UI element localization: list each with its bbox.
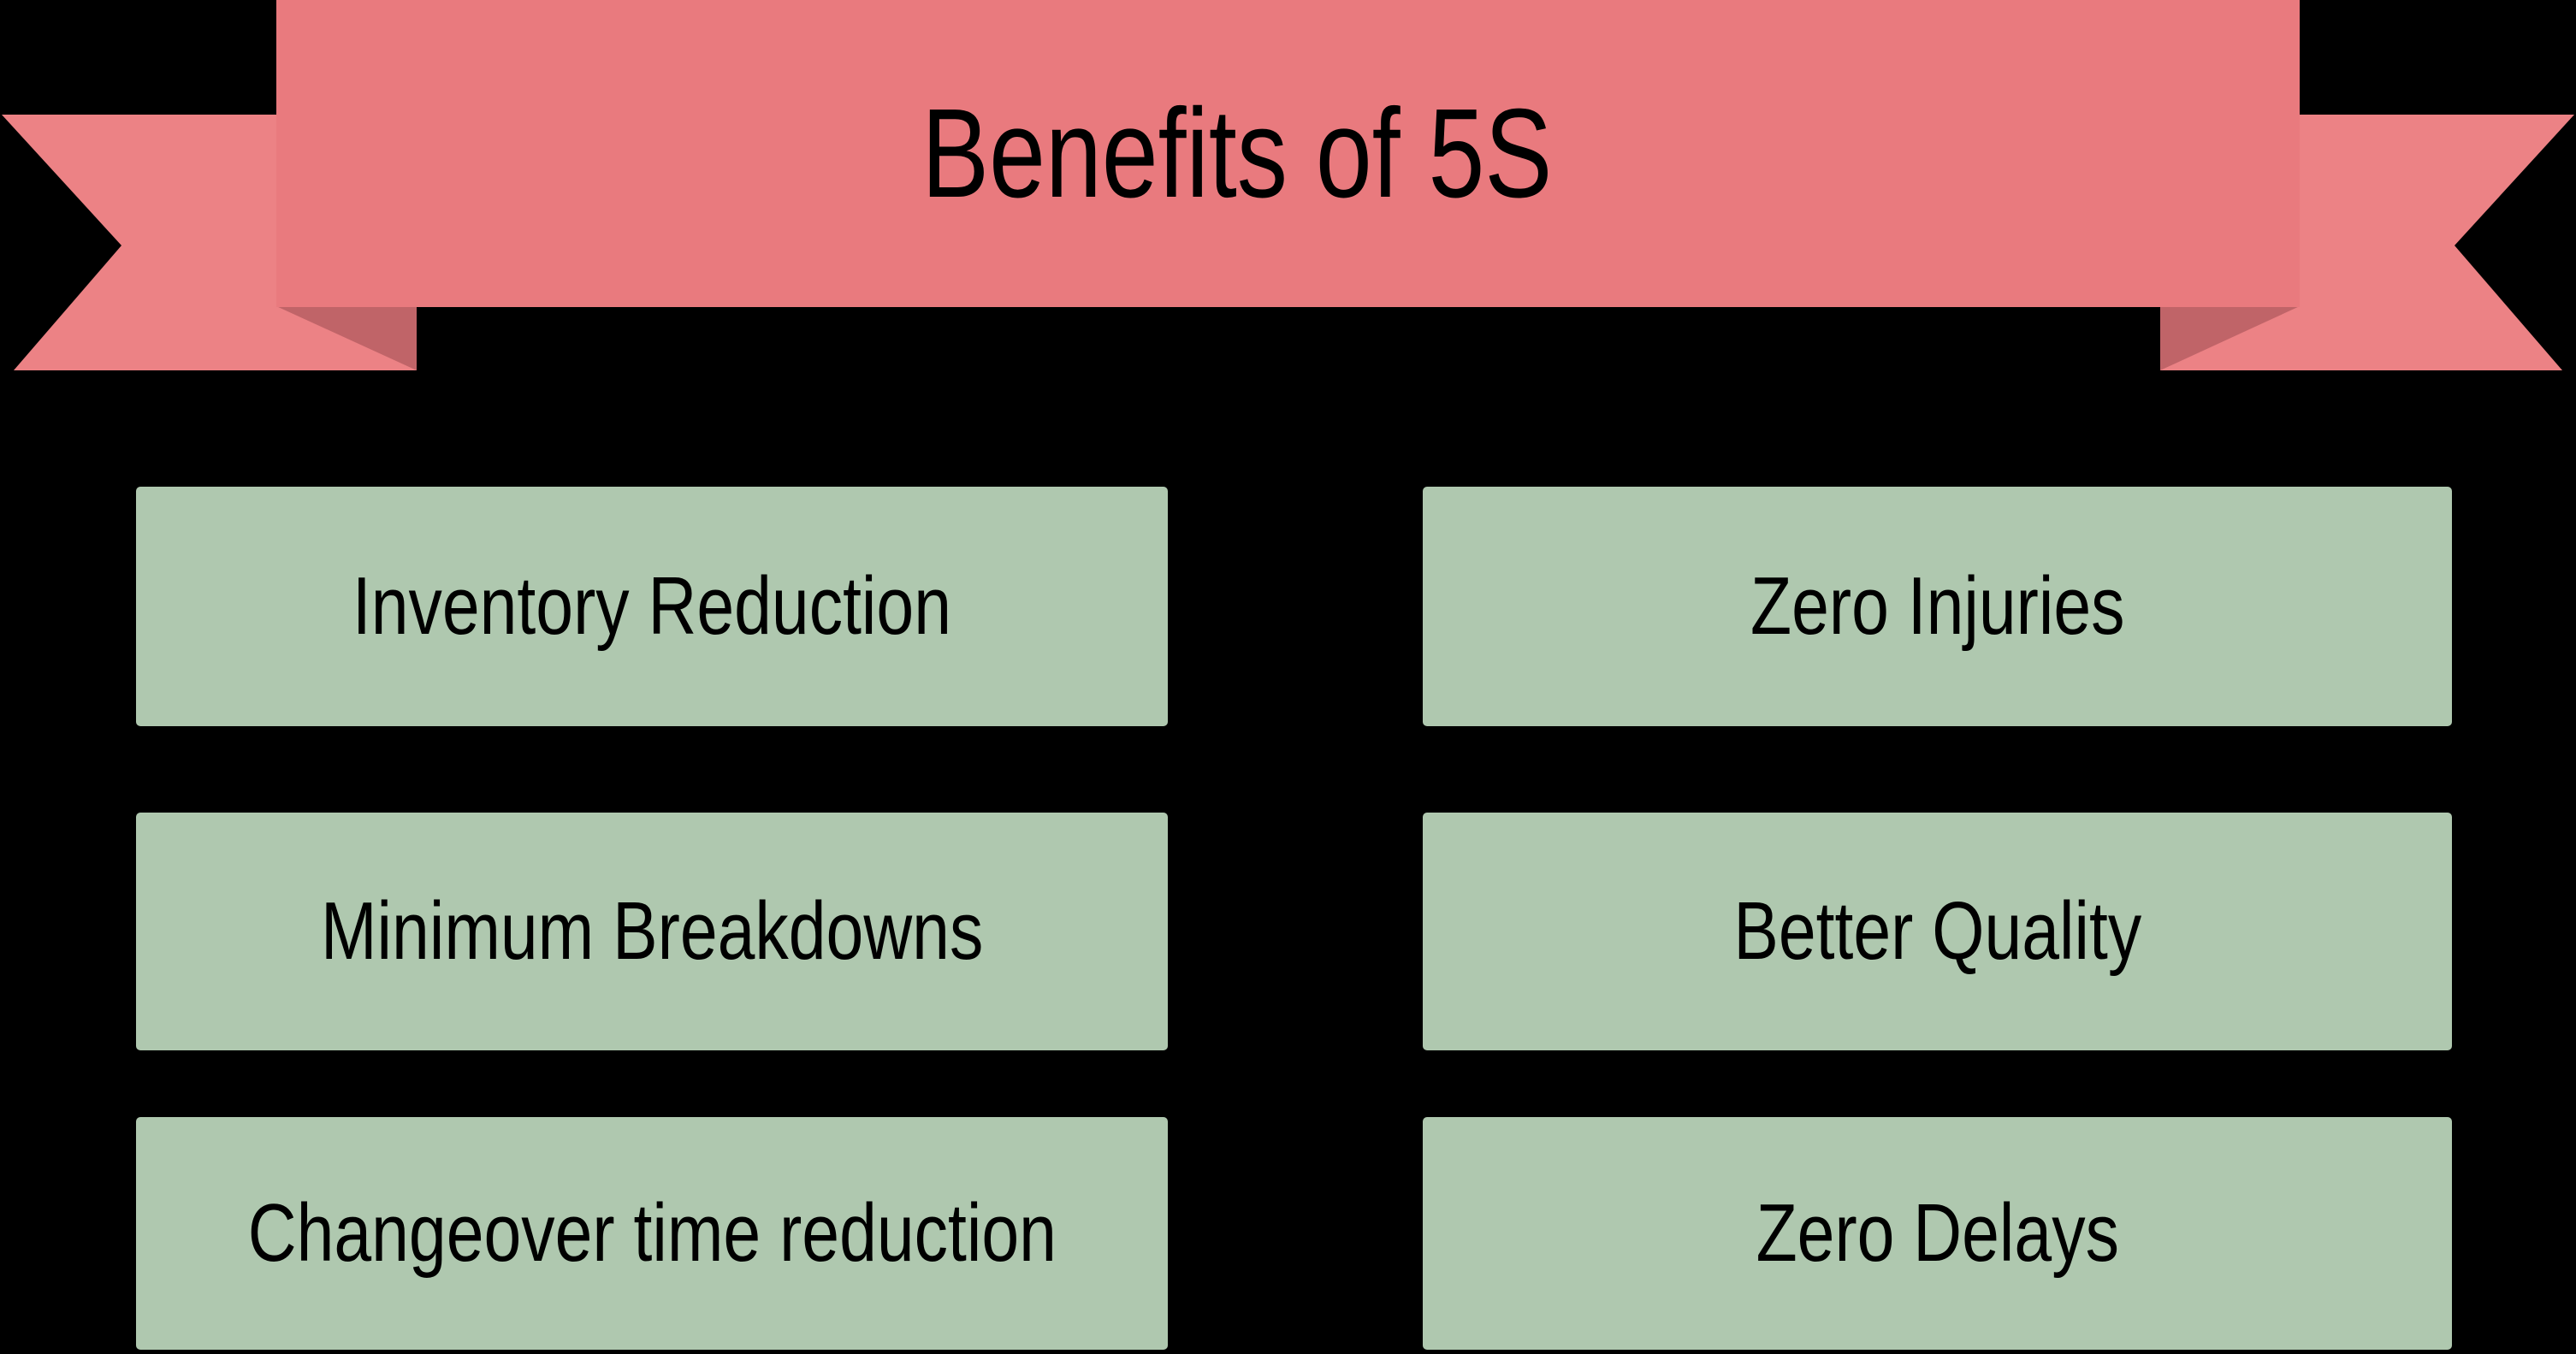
benefit-box-label: Zero Delays xyxy=(1756,1187,2119,1279)
ribbon-band xyxy=(276,0,2300,307)
benefit-box-label: Zero Injuries xyxy=(1750,560,2125,652)
benefit-box-label: Minimum Breakdowns xyxy=(320,885,984,977)
banner-title: Benefits of 5S xyxy=(276,0,2300,307)
benefit-box-label: Inventory Reduction xyxy=(352,560,952,652)
ribbon-fold-right xyxy=(2160,306,2300,370)
benefit-box-label: Changeover time reduction xyxy=(247,1187,1057,1279)
benefit-box-inventory-reduction: Inventory Reduction xyxy=(136,487,1168,726)
banner-title-text: Benefits of 5S xyxy=(921,82,1553,224)
benefit-box-label: Better Quality xyxy=(1733,885,2141,977)
ribbon-fold-left xyxy=(276,306,417,370)
benefit-box-changeover-time-reduction: Changeover time reduction xyxy=(136,1117,1168,1350)
benefit-box-zero-delays: Zero Delays xyxy=(1423,1117,2452,1350)
benefit-box-better-quality: Better Quality xyxy=(1423,813,2452,1050)
benefit-box-zero-injuries: Zero Injuries xyxy=(1423,487,2452,726)
benefit-box-minimum-breakdowns: Minimum Breakdowns xyxy=(136,813,1168,1050)
